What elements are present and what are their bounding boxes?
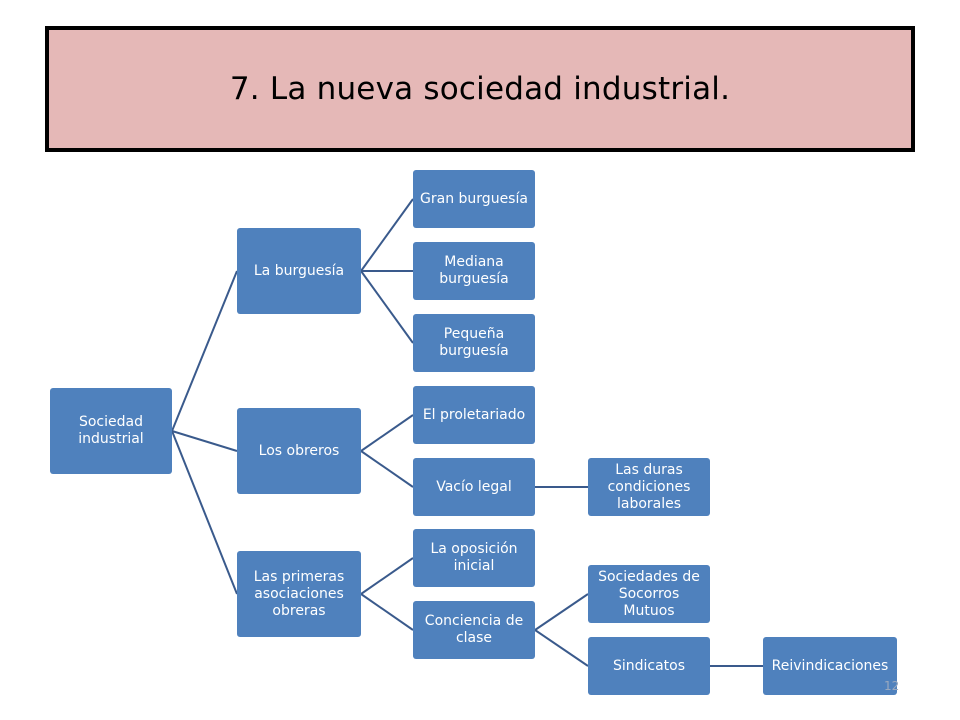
page-number: 12 xyxy=(884,679,900,693)
connector-obreros-vacio_legal xyxy=(360,450,414,488)
node-los-obreros: Los obreros xyxy=(237,408,361,494)
connector-conciencia_clase-socorros_mutuos xyxy=(534,593,589,631)
node-sociedad-industrial: Sociedad industrial xyxy=(50,388,172,474)
node-vacio-legal: Vacío legal xyxy=(413,458,535,516)
node-sociedades-socorros-mutuos: Sociedades de Socorros Mutuos xyxy=(588,565,710,623)
connector-conciencia_clase-sindicatos xyxy=(534,629,589,667)
node-duras-condiciones-laborales: Las duras condiciones laborales xyxy=(588,458,710,516)
connector-root-asociaciones xyxy=(171,430,238,595)
node-la-burguesia: La burguesía xyxy=(237,228,361,314)
connector-burguesia-pequena_burguesia xyxy=(360,270,414,344)
node-primeras-asociaciones-obreras: Las primeras asociaciones obreras xyxy=(237,551,361,637)
node-el-proletariado: El proletariado xyxy=(413,386,535,444)
title-banner: 7. La nueva sociedad industrial. xyxy=(45,26,915,152)
node-conciencia-de-clase: Conciencia de clase xyxy=(413,601,535,659)
connector-asociaciones-oposicion_inicial xyxy=(360,557,414,595)
node-oposicion-inicial: La oposición inicial xyxy=(413,529,535,587)
connector-root-burguesia xyxy=(171,270,238,432)
node-gran-burguesia: Gran burguesía xyxy=(413,170,535,228)
connector-root-obreros xyxy=(171,430,238,452)
connector-burguesia-gran_burguesia xyxy=(360,198,414,272)
page-title: 7. La nueva sociedad industrial. xyxy=(229,71,731,107)
node-sindicatos: Sindicatos xyxy=(588,637,710,695)
connector-asociaciones-conciencia_clase xyxy=(360,593,414,631)
node-pequena-burguesia: Pequeña burguesía xyxy=(413,314,535,372)
node-mediana-burguesia: Mediana burguesía xyxy=(413,242,535,300)
connector-obreros-proletariado xyxy=(360,414,414,452)
node-reivindicaciones: Reivindicaciones xyxy=(763,637,897,695)
